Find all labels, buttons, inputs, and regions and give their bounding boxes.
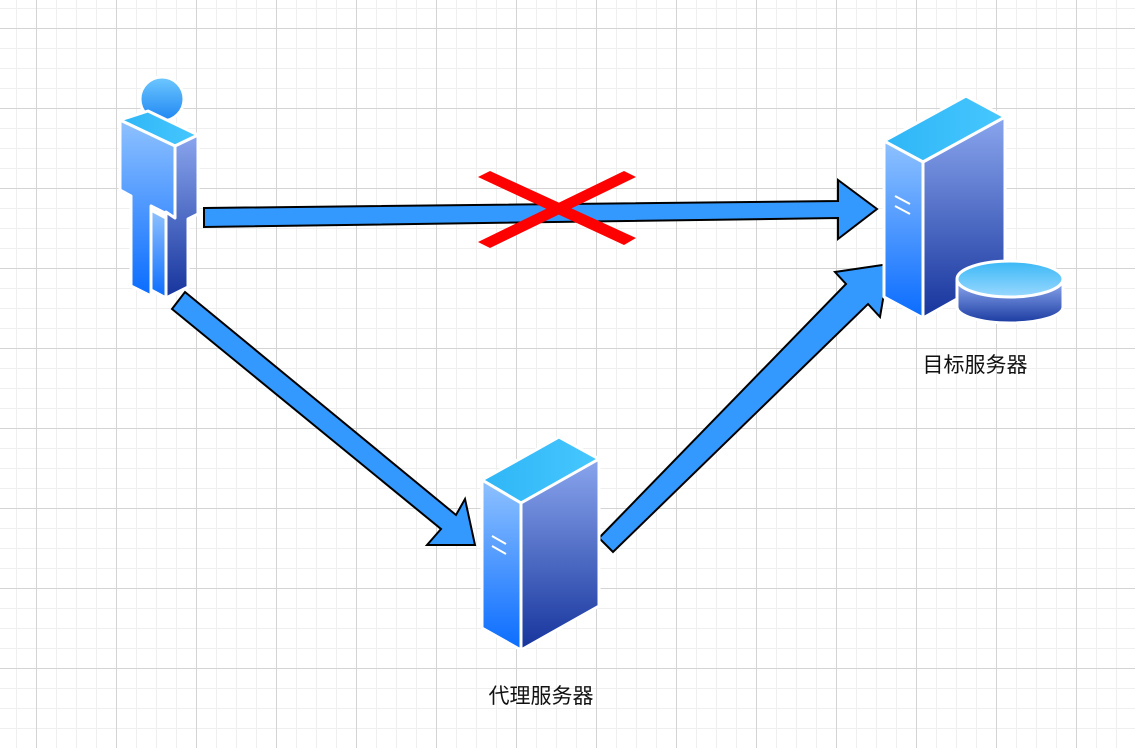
target-server-label: 目标服务器 <box>922 353 1028 377</box>
user-icon <box>118 75 200 300</box>
arrow-user-to-target <box>203 178 879 242</box>
proxy-server-label: 代理服务器 <box>488 684 594 708</box>
blocked-x-icon <box>478 171 636 248</box>
proxy-server-icon <box>480 435 601 652</box>
arrow-user-to-proxy <box>170 290 477 546</box>
arrow-proxy-to-target <box>597 262 891 554</box>
target-server-icon <box>882 94 1007 320</box>
disk-icon <box>955 259 1065 325</box>
